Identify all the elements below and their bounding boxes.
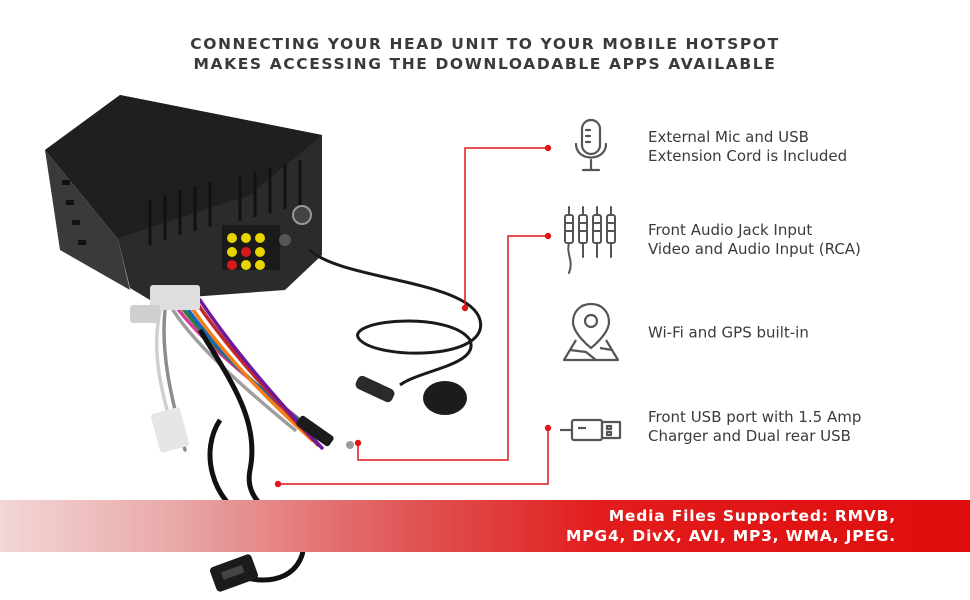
headline: CONNECTING YOUR HEAD UNIT TO YOUR MOBILE…	[0, 34, 970, 74]
feature-rca-input-line-2: Video and Audio Input (RCA)	[648, 240, 861, 258]
feature-microphone-line-2: Extension Cord is Included	[648, 147, 848, 165]
media-files-text: Media Files Supported: RMVB, MPG4, DivX,…	[566, 506, 896, 546]
feature-rca-input: Front Audio Jack Input Video and Audio I…	[556, 205, 956, 275]
usb-plug-icon	[560, 418, 622, 442]
head-unit-top	[45, 95, 322, 238]
feature-wifi-gps-text: Wi-Fi and GPS built-in	[648, 324, 809, 343]
microphone-cable	[308, 248, 482, 387]
feature-usb-text: Front USB port with 1.5 Amp Charger and …	[648, 408, 861, 446]
feature-usb-line-1: Front USB port with 1.5 Amp	[648, 408, 862, 426]
feature-wifi-gps-line-1: Wi-Fi and GPS built-in	[648, 323, 809, 342]
media-files-line-1: Media Files Supported: RMVB,	[608, 507, 896, 525]
head-unit-illustration	[45, 95, 482, 592]
microphone-icon	[574, 118, 608, 172]
feature-wifi-gps: Wi-Fi and GPS built-in	[556, 298, 956, 368]
headline-line-1: CONNECTING YOUR HEAD UNIT TO YOUR MOBILE…	[190, 35, 780, 53]
feature-microphone-text: External Mic and USB Extension Cord is I…	[648, 128, 847, 166]
feature-usb-line-2: Charger and Dual rear USB	[648, 427, 851, 445]
headline-line-2: MAKES ACCESSING THE DOWNLOADABLE APPS AV…	[193, 55, 777, 73]
media-files-banner: Media Files Supported: RMVB, MPG4, DivX,…	[0, 500, 970, 552]
feature-microphone-line-1: External Mic and USB	[648, 128, 809, 146]
map-pin-icon	[562, 302, 620, 362]
feature-rca-input-text: Front Audio Jack Input Video and Audio I…	[648, 221, 861, 259]
rca-jack-icon	[564, 206, 616, 274]
media-files-line-2: MPG4, DivX, AVI, MP3, WMA, JPEG.	[566, 527, 896, 545]
feature-rca-input-line-1: Front Audio Jack Input	[648, 221, 813, 239]
feature-microphone: External Mic and USB Extension Cord is I…	[556, 112, 956, 182]
feature-usb: Front USB port with 1.5 Amp Charger and …	[556, 392, 956, 462]
microphone-clip	[355, 375, 395, 403]
microphone-head	[423, 381, 467, 415]
